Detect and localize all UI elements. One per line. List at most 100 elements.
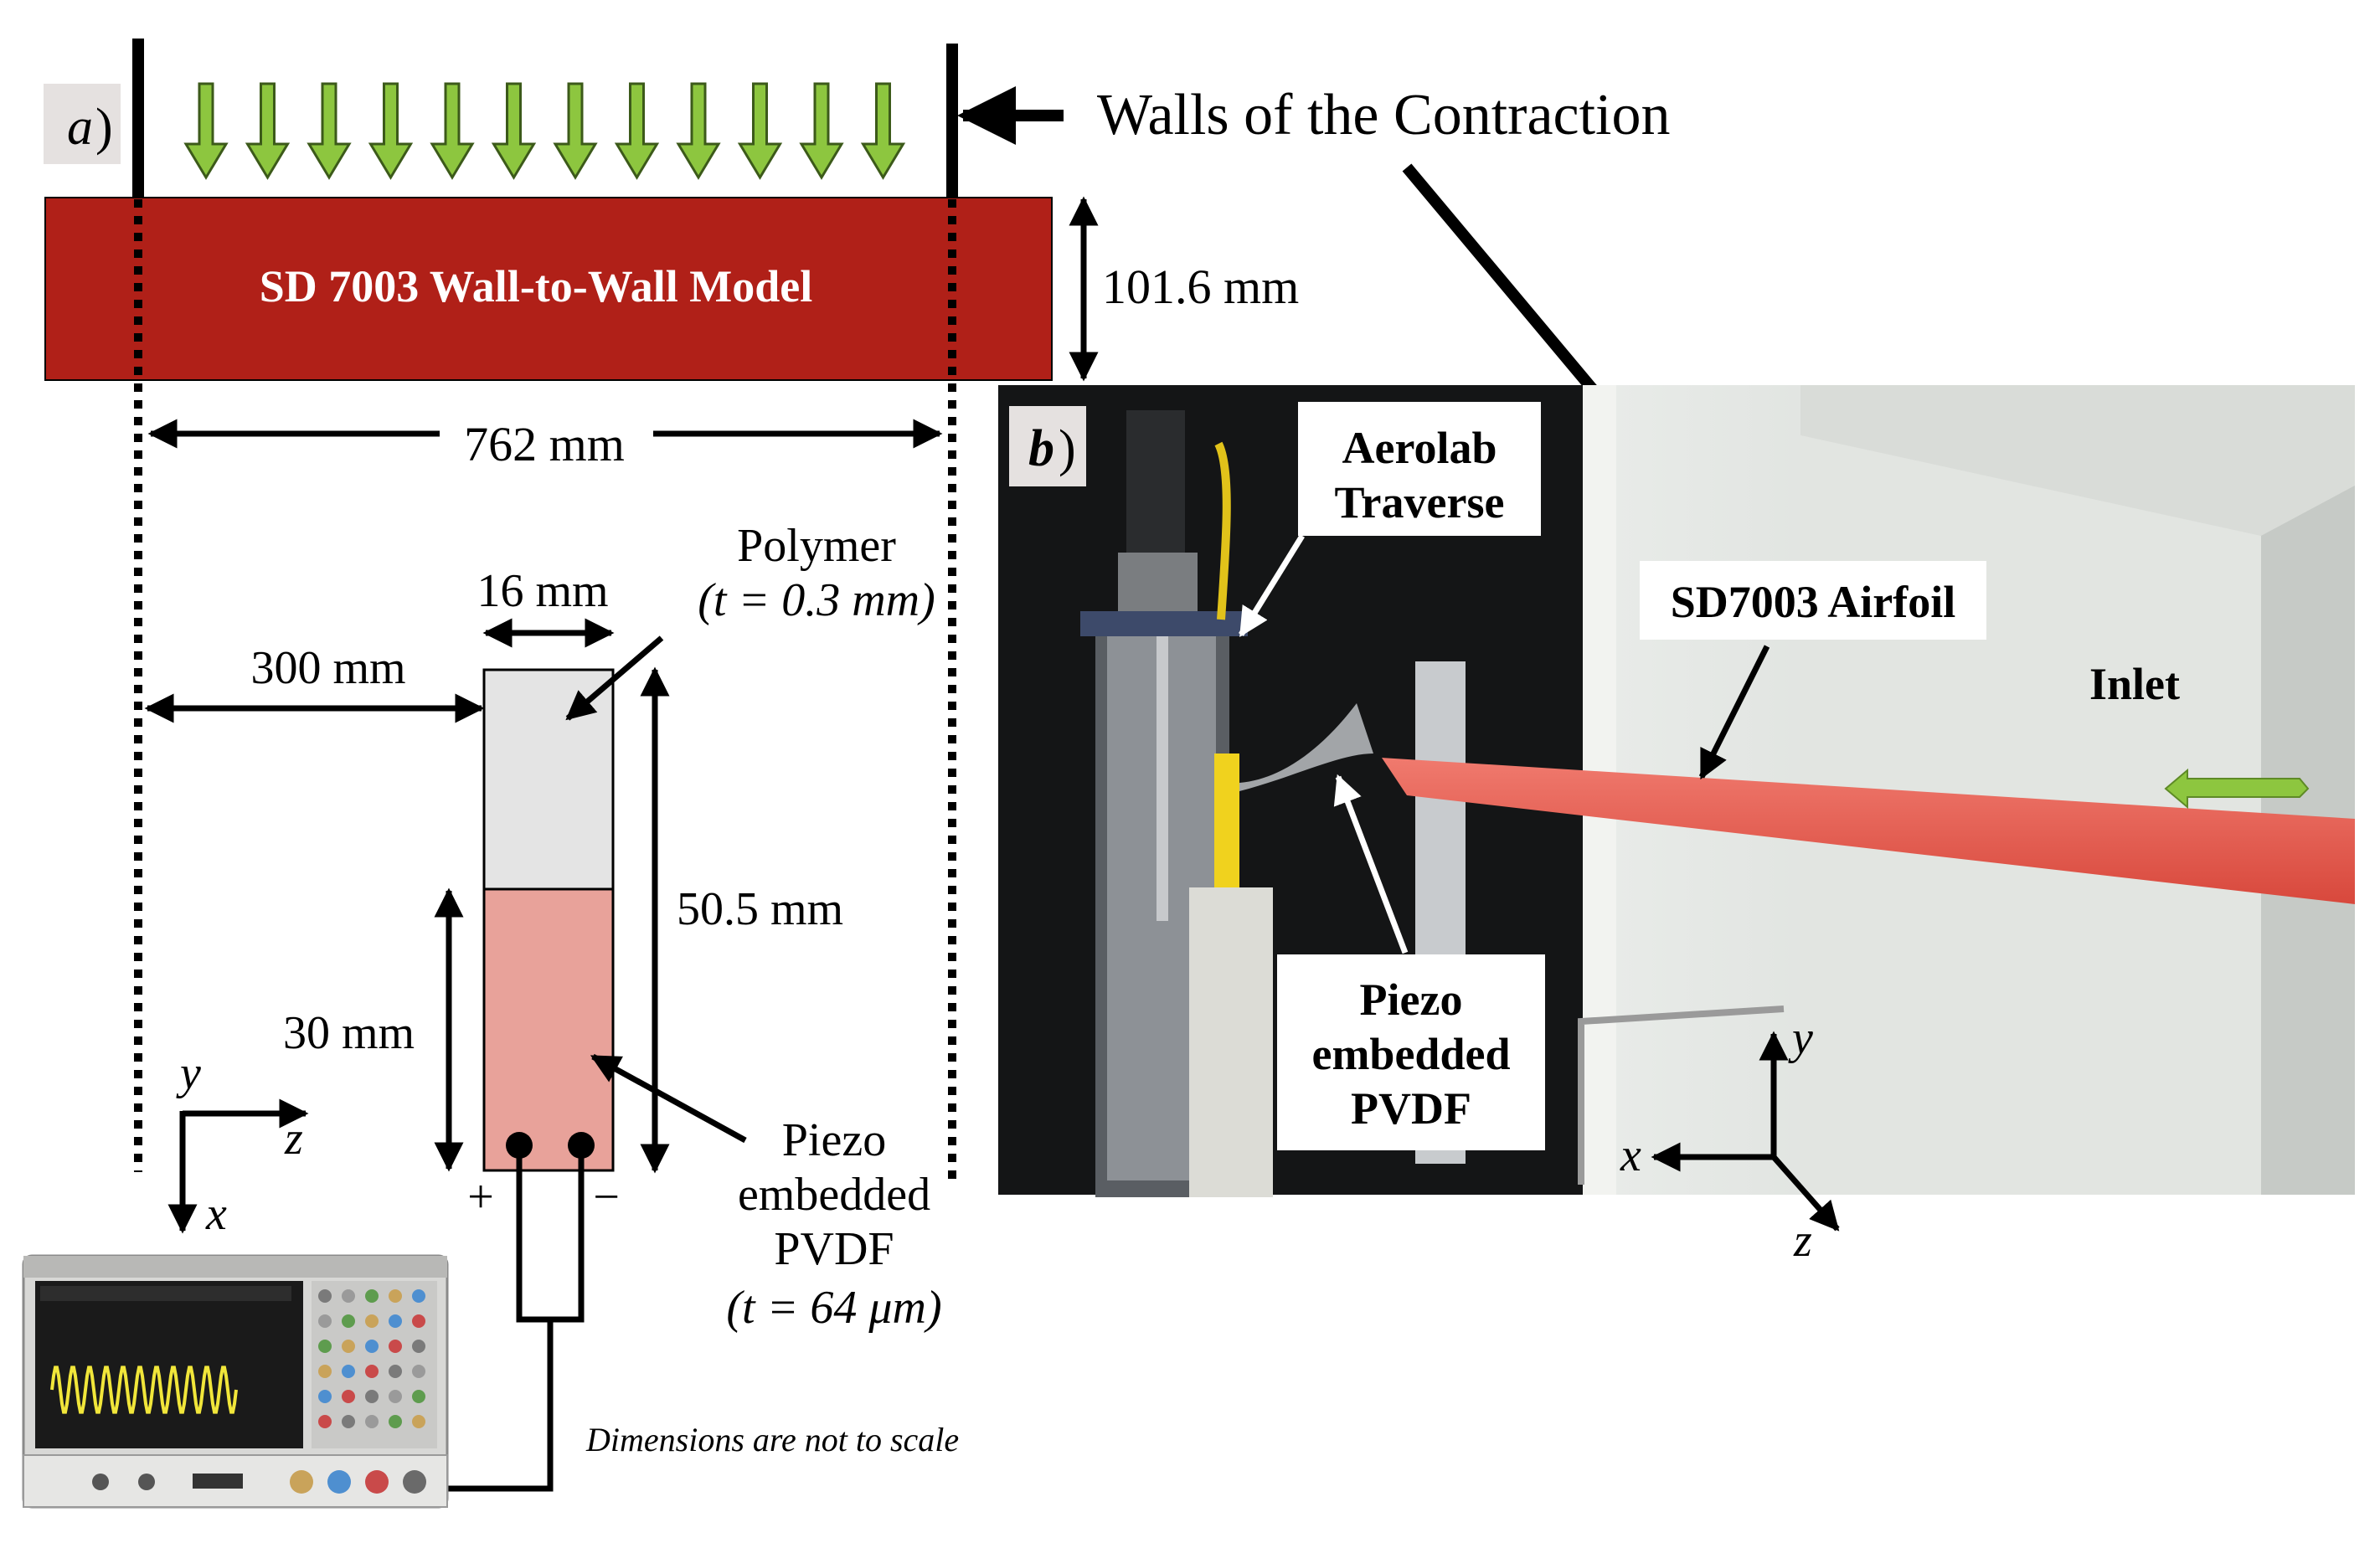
polymer-strip (482, 668, 615, 891)
oscilloscope-knob (389, 1390, 402, 1403)
sensor-mount (1189, 887, 1273, 1197)
model-height-label: 101.6 mm (1102, 260, 1299, 314)
width-label: 16 mm (477, 565, 608, 617)
pvdf-label-line2: embedded (738, 1169, 930, 1221)
pvdf-label-line3: PVDF (774, 1223, 894, 1275)
axis-y-label: y (176, 1047, 201, 1099)
walls-label: Walls of the Contraction (1097, 83, 1670, 147)
panel-b-letter: b (1028, 420, 1054, 477)
airfoil-pointer (1698, 645, 1770, 780)
oscilloscope-knob (412, 1340, 425, 1353)
flow-arrow (183, 82, 229, 180)
pvdf-strip (482, 887, 615, 1172)
panel-b-letter-box (1009, 406, 1086, 486)
traverse-label-line2: Traverse (1335, 477, 1505, 527)
oscilloscope-knob (389, 1314, 402, 1328)
oscilloscope-knob (365, 1415, 379, 1428)
traverse-pointer (1239, 534, 1305, 637)
panel-a-letter: a (67, 99, 93, 156)
oscilloscope-knob (342, 1415, 355, 1428)
oscilloscope-knob (412, 1390, 425, 1403)
axis-b-x-label: x (1620, 1129, 1641, 1181)
oscilloscope-screen (35, 1281, 303, 1448)
sensor-label-box (1277, 954, 1545, 1150)
minus-sign: − (593, 1171, 620, 1223)
flow-arrow (860, 82, 906, 180)
traverse-label-box (1298, 402, 1541, 536)
flow-arrow (799, 82, 844, 180)
flow-arrow (491, 82, 537, 180)
sensor-pointer (1333, 774, 1409, 954)
span-label: 762 mm (464, 417, 625, 471)
tunnel-ceiling (1800, 385, 2355, 536)
oscilloscope-knob (389, 1340, 402, 1353)
airfoil-model (1382, 758, 2355, 904)
axis-b-z-label: z (1793, 1215, 1812, 1267)
oscilloscope-knob (412, 1289, 425, 1303)
flow-arrow (676, 82, 721, 180)
oscilloscope-knob (412, 1415, 425, 1428)
plus-sign: + (467, 1171, 494, 1223)
axis-z-label: z (284, 1113, 303, 1165)
flow-arrow (307, 82, 352, 180)
oscilloscope-knob (365, 1314, 379, 1328)
oscilloscope-knob (365, 1289, 379, 1303)
oscilloscope-knob (412, 1314, 425, 1328)
oscilloscope-knob (342, 1340, 355, 1353)
pvdf-label-line1: Piezo (782, 1114, 886, 1166)
axis-b-z-arrow (1771, 1155, 1840, 1232)
oscilloscope-knob (318, 1415, 332, 1428)
oscilloscope-knob (318, 1365, 332, 1378)
model-label: SD 7003 Wall-to-Wall Model (260, 261, 813, 311)
oscilloscope-knob (342, 1314, 355, 1328)
flow-arrow (614, 82, 660, 180)
oscilloscope-knob (412, 1365, 425, 1378)
oscilloscope-controls (318, 1289, 425, 1428)
inlet-label: Inlet (2089, 659, 2180, 709)
inlet-flow-arrow (2164, 768, 2310, 810)
airfoil-label: SD7003 Airfoil (1671, 577, 1956, 627)
oscilloscope-waveform (50, 1366, 238, 1414)
oscilloscope-knob (318, 1314, 332, 1328)
oscilloscope-knob (389, 1415, 402, 1428)
oscilloscope-knob (342, 1390, 355, 1403)
flow-arrows (183, 82, 906, 180)
oscilloscope-knob (342, 1365, 355, 1378)
pitot-tube (1578, 1006, 1785, 1185)
polymer-pointer (565, 635, 664, 721)
traverse-label-line1: Aerolab (1342, 423, 1497, 473)
oscilloscope-knob (318, 1340, 332, 1353)
flow-arrow (430, 82, 475, 180)
flow-arrow (737, 82, 783, 180)
oscilloscope-knob (365, 1365, 379, 1378)
scale-note: Dimensions are not to scale (585, 1421, 959, 1458)
flow-arrow (368, 82, 414, 180)
axis-b-y-label: y (1788, 1012, 1813, 1064)
oscilloscope-knob (389, 1289, 402, 1303)
model-bar (44, 197, 1053, 381)
svg-text:): ) (95, 99, 113, 156)
polymer-label: Polymer (737, 520, 896, 572)
oscilloscope-knob (318, 1390, 332, 1403)
sensor-label-line2: embedded (1311, 1029, 1510, 1079)
oscilloscope-knob (365, 1340, 379, 1353)
flow-arrow (245, 82, 291, 180)
axis-x-label: x (205, 1188, 227, 1240)
oscilloscope-knob (318, 1289, 332, 1303)
svg-text:): ) (1059, 420, 1076, 477)
sensor-label-line1: Piezo (1360, 975, 1463, 1025)
oscilloscope-knob (365, 1390, 379, 1403)
panel-b-photo: b ) Aerolab Traverse SD7003 Airfoil Inle… (998, 385, 2355, 1267)
flow-arrow (553, 82, 598, 180)
oscilloscope-knob (342, 1289, 355, 1303)
pvdf-thickness-label: (t = 64 μm) (726, 1282, 941, 1334)
panel-a: a ) Walls of the Contraction SD 7003 Wal… (22, 39, 1670, 1509)
pvdf-height-label: 30 mm (283, 1007, 415, 1059)
panel-a-letter-box (44, 84, 121, 164)
offset-label: 300 mm (250, 642, 405, 694)
pvdf-pointer (590, 1053, 747, 1144)
polymer-thickness-label: (t = 0.3 mm) (698, 574, 935, 626)
total-height-label: 50.5 mm (677, 883, 843, 935)
oscilloscope (22, 1254, 449, 1509)
